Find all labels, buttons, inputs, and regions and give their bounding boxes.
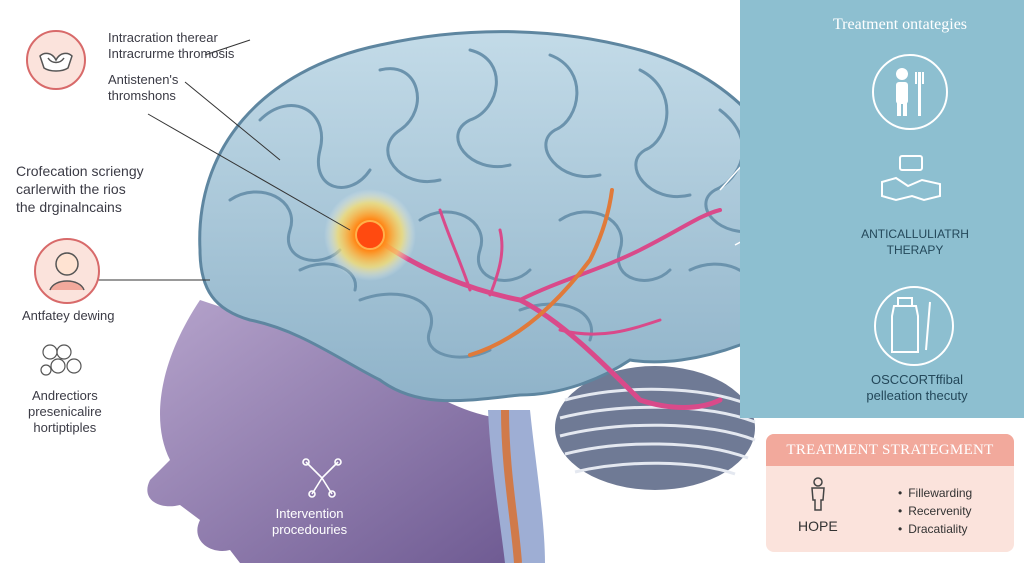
label-andrectiors: Andrectiors presenicalire hortiptiples xyxy=(28,388,102,435)
label-antistenens: Antistenen's thromshons xyxy=(108,72,179,103)
label-intracration: Intracration therear Intracrurme thromos… xyxy=(108,30,235,61)
strategy-list: Fillewarding Recervenity Dracatiality xyxy=(898,484,972,538)
orange-artery xyxy=(468,188,614,357)
medicine-bottle-icon xyxy=(874,286,954,366)
label-intervention: Intervention procedouries xyxy=(272,506,348,537)
brainstem xyxy=(488,410,545,563)
handshake-icon xyxy=(878,152,944,210)
intervention-tools-icon xyxy=(298,456,346,500)
couple-hands-icon xyxy=(26,30,86,90)
panel-title: Treatment ontategies xyxy=(832,16,968,33)
list-item: Dracatiality xyxy=(898,520,972,538)
label-oscc: OSCCORTffibal pelleation thecuty xyxy=(866,372,968,403)
label-crofecation: Crofecation scriengy carlerwith the rios… xyxy=(16,163,144,215)
person-with-fork-icon xyxy=(872,54,948,130)
molecule-network-icon xyxy=(38,340,86,380)
list-item: Fillewarding xyxy=(898,484,972,502)
cerebellum xyxy=(555,366,755,490)
head-silhouette xyxy=(147,300,520,563)
label-antfatey: Antfatey dewing xyxy=(22,308,115,323)
person-portrait-icon xyxy=(34,238,100,304)
list-item: Recervenity xyxy=(898,502,972,520)
person-icon xyxy=(806,476,830,512)
strategy-box-title: TREATMENT STRATEGMENT xyxy=(766,434,1014,466)
hope-label: HOPE xyxy=(798,518,838,534)
label-anticallulatrh: ANTICALLULIATRH THERAPY xyxy=(861,227,969,257)
spinal-artery xyxy=(501,409,522,563)
